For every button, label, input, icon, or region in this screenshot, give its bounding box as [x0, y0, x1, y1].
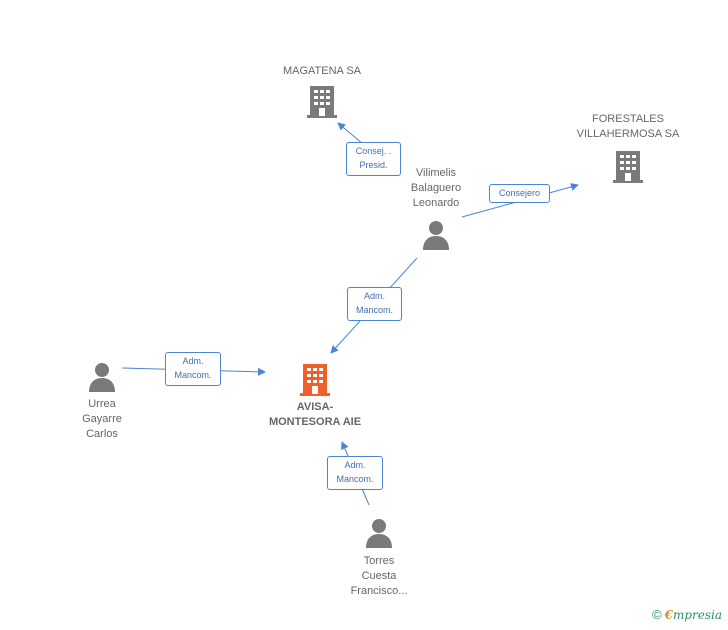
- node-label: MAGATENA SA: [282, 65, 362, 77]
- node-label: Vilimelis Balaguero Leonardo: [410, 167, 462, 209]
- brand-logo: €mpresia: [664, 608, 722, 622]
- edge-label-vilimelis-avisa[interactable]: Adm. Mancom.: [347, 287, 402, 321]
- building-icon: [307, 86, 337, 118]
- person-icon: [366, 519, 392, 548]
- edge-label-torres-avisa[interactable]: Adm. Mancom.: [327, 456, 383, 490]
- copyright-icon: ©: [651, 607, 662, 622]
- edge-label-urrea-avisa[interactable]: Adm. Mancom.: [165, 352, 221, 386]
- node-forestales[interactable]: FORESTALES VILLAHERMOSA SA: [563, 112, 693, 183]
- node-label: Torres Cuesta Francisco...: [350, 555, 408, 597]
- person-icon: [89, 363, 115, 392]
- node-vilimelis[interactable]: Vilimelis Balaguero Leonardo: [388, 166, 484, 250]
- brand-footer: ©€mpresia: [652, 607, 722, 622]
- edge-label-vilimelis-magatena[interactable]: Consej. . Presid.: [346, 142, 401, 176]
- person-icon: [423, 221, 449, 250]
- node-magatena[interactable]: MAGATENA SA: [262, 64, 382, 118]
- node-avisa[interactable]: AVISA- MONTESORA AIE: [255, 362, 375, 430]
- node-label: AVISA- MONTESORA AIE: [268, 401, 362, 428]
- node-torres[interactable]: Torres Cuesta Francisco...: [334, 518, 424, 599]
- edge-label-vilimelis-forestales[interactable]: Consejero: [489, 184, 550, 203]
- building-icon: [300, 364, 330, 396]
- node-label: FORESTALES VILLAHERMOSA SA: [576, 113, 680, 140]
- node-urrea[interactable]: Urrea Gayarre Carlos: [60, 362, 144, 442]
- building-icon: [613, 151, 643, 183]
- node-label: Urrea Gayarre Carlos: [82, 398, 122, 440]
